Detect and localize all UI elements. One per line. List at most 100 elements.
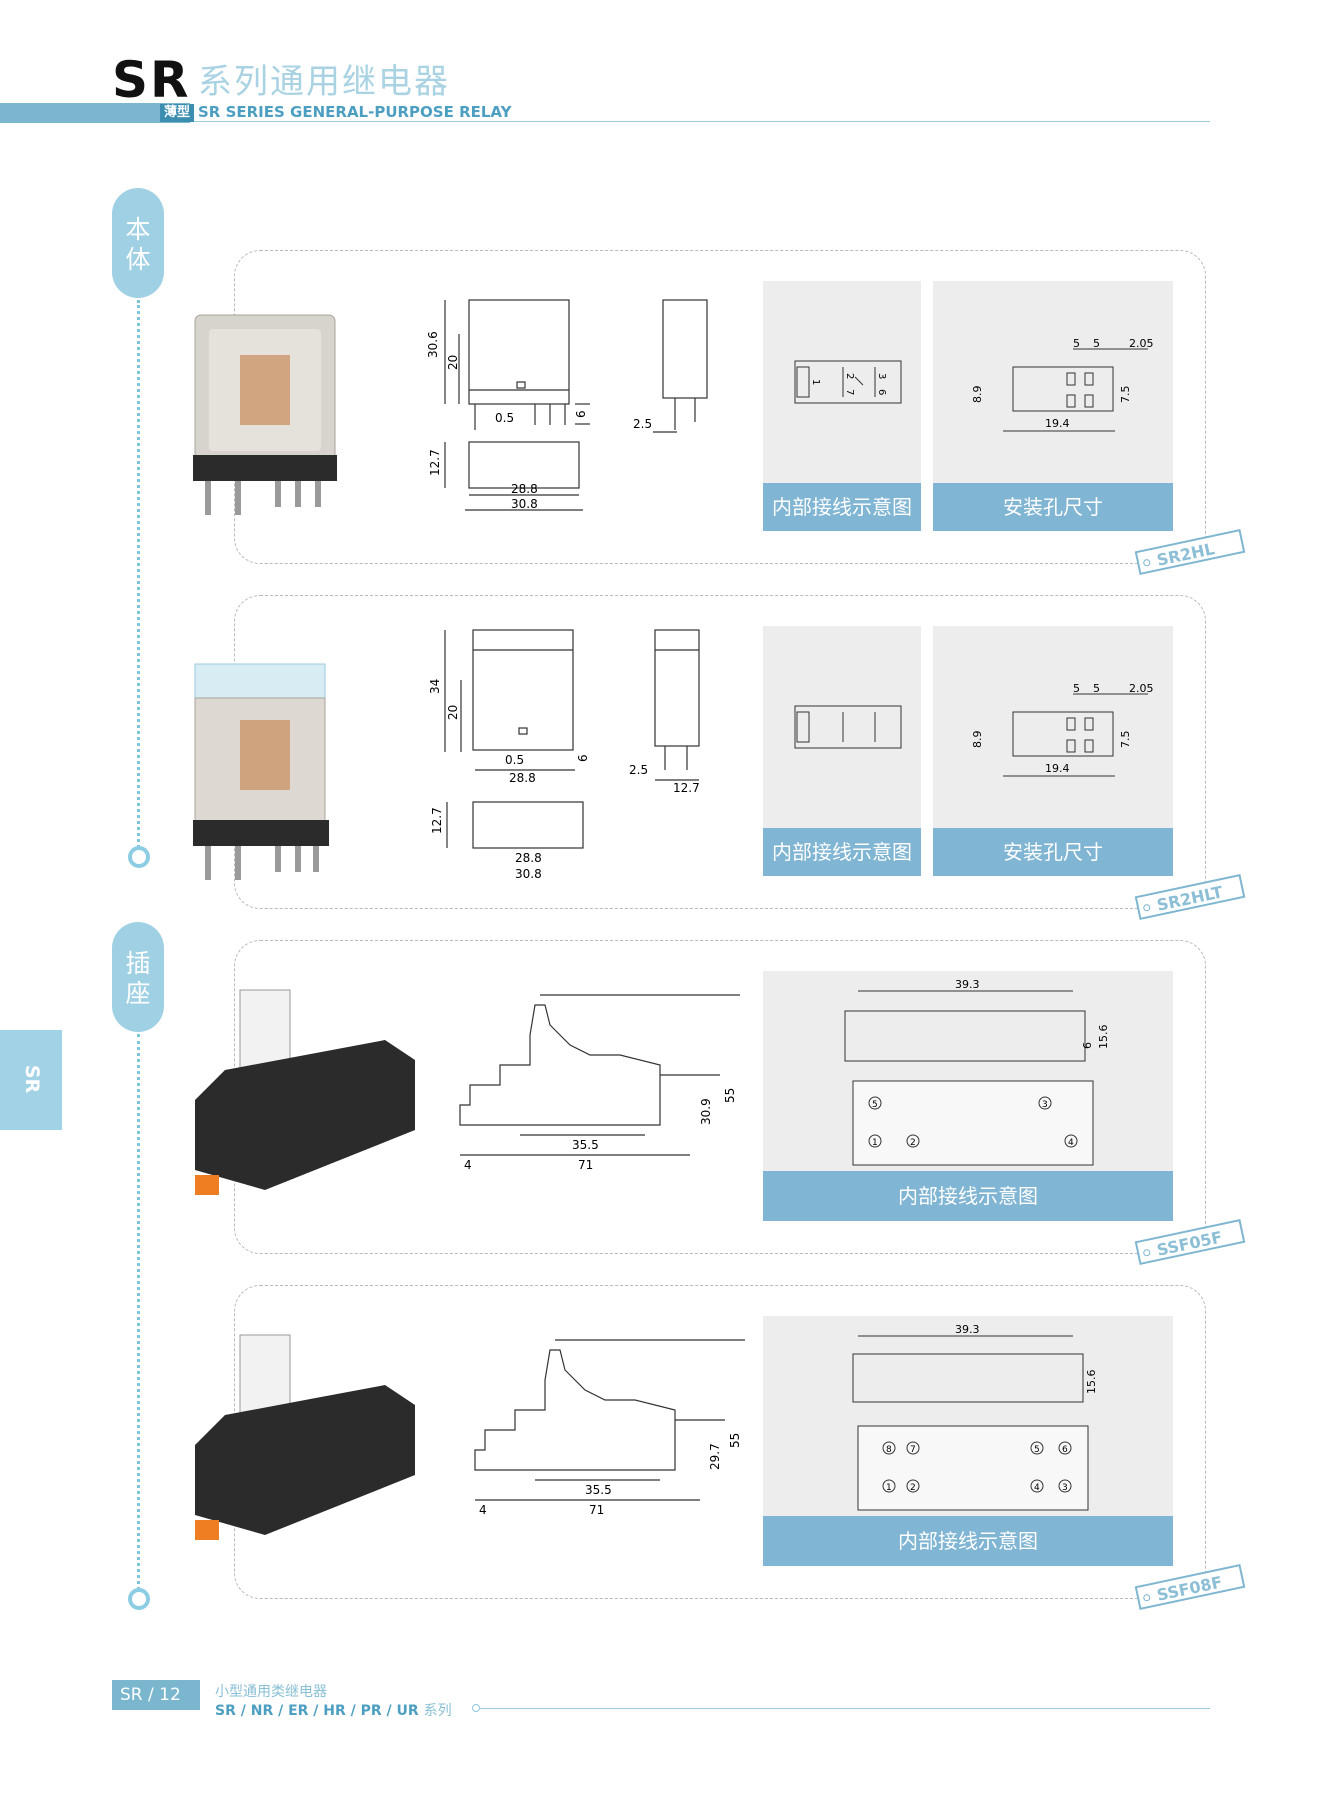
dim-pin-width: 0.5	[505, 753, 524, 767]
dim-w355: 35.5	[585, 1483, 612, 1497]
wiring-diagram: 1 2 3 6 7	[794, 360, 902, 404]
wiring-pin-6: 6	[876, 389, 887, 395]
mount-label: 安装孔尺寸	[933, 828, 1173, 876]
mount-hole-diagram: 5 5 2.05 8.9 7.5 19.4	[971, 337, 1154, 432]
wiring-panel-sr2hlt: 内部接线示意图	[763, 626, 921, 876]
terminal-2: 2	[910, 1483, 916, 1493]
dim-w4: 4	[464, 1158, 472, 1172]
side-tab-label: SR	[21, 1064, 44, 1094]
wiring-label: 内部接线示意图	[763, 828, 921, 876]
dim-height-inner: 20	[446, 705, 460, 720]
wiring-pin-2: 2	[844, 373, 855, 379]
top-h6: 6	[1081, 1042, 1094, 1049]
mount-d194: 19.4	[1045, 417, 1070, 430]
terminal-8: 8	[886, 1445, 892, 1455]
mount-d89: 8.9	[971, 731, 984, 749]
dim-pin-side: 2.5	[633, 417, 652, 431]
dim-h55: 55	[723, 1088, 737, 1103]
dim-height: 30.6	[426, 331, 440, 358]
dim-w-pin: 28.8	[509, 771, 536, 785]
timeline-end-ring	[128, 846, 150, 868]
timeline-end-ring	[128, 1588, 150, 1610]
section-pill-socket: 插 座	[112, 922, 164, 1032]
dim-w71: 71	[578, 1158, 593, 1172]
footer-series-suffix: 系列	[423, 1703, 452, 1719]
pill-char: 体	[125, 245, 151, 274]
dim-w355: 35.5	[572, 1138, 599, 1152]
dim-w4: 4	[479, 1503, 487, 1517]
header-rule	[190, 121, 1210, 122]
dim-pin-side: 2.5	[629, 763, 648, 777]
socket-photo-ssf08f	[195, 1334, 415, 1540]
wiring-pin-7: 7	[844, 389, 855, 395]
dim-pin-width: 0.5	[495, 411, 514, 425]
terminal-5: 5	[1034, 1445, 1040, 1455]
dim-side-w: 12.7	[673, 781, 700, 795]
wiring-panel-ssf05f: 39.3 15.6 6 5 3 1 2 4 内部接线示意图	[763, 971, 1173, 1221]
terminal-2: 2	[910, 1138, 916, 1148]
dim-h55: 55	[728, 1433, 742, 1448]
mount-d75: 7.5	[1119, 731, 1132, 749]
section-pill-body: 本 体	[112, 188, 164, 298]
dim-height-inner: 20	[446, 355, 460, 370]
mount-label: 安装孔尺寸	[933, 483, 1173, 531]
mount-d89: 8.9	[971, 386, 984, 404]
terminal-4: 4	[1034, 1483, 1040, 1493]
footer-series: SR / NR / ER / HR / PR / UR 系列	[215, 1700, 452, 1720]
footer-dot	[472, 1704, 480, 1712]
wiring-panel-ssf08f: 39.3 15.6 8 7 5 6 1 2 4 3 内部接线示意图	[763, 1316, 1173, 1566]
top-w393: 39.3	[955, 978, 980, 991]
top-h156: 15.6	[1097, 1025, 1110, 1050]
timeline-dots	[137, 300, 140, 848]
dim-depth: 12.7	[430, 807, 444, 834]
mount-d205: 2.05	[1129, 337, 1154, 350]
terminal-4: 4	[1068, 1138, 1074, 1148]
relay-photo-sr2hl	[193, 314, 337, 515]
terminal-7: 7	[910, 1445, 916, 1455]
dim-pin-height: 6	[574, 410, 588, 418]
wiring-pin-1: 1	[810, 379, 821, 385]
relay-photo-sr2hlt	[193, 663, 329, 880]
socket-photo-ssf05f	[195, 989, 415, 1195]
title-cn: 系列通用继电器	[198, 62, 450, 102]
mount-d5a: 5	[1073, 682, 1080, 695]
mount-d5a: 5	[1073, 337, 1080, 350]
side-tab-sr: SR	[0, 1030, 62, 1130]
footer-page-prefix: SR /	[120, 1685, 154, 1705]
dim-depth: 12.7	[428, 449, 442, 476]
dim-w2: 30.8	[511, 497, 538, 511]
outline-drawing-sr2hlt: 34 20 0.5 6 28.8 2.5 12.7 12.7 28.8 30.8	[428, 629, 700, 881]
dim-pin-height: 6	[576, 754, 590, 762]
wiring-label: 内部接线示意图	[763, 1516, 1173, 1566]
top-w393: 39.3	[955, 1323, 980, 1336]
dim-w1: 28.8	[511, 482, 538, 496]
terminal-1: 1	[886, 1483, 892, 1493]
mount-hole-diagram: 5 5 2.05 8.9 7.5 19.4	[971, 682, 1154, 777]
dim-h309: 30.9	[699, 1098, 713, 1125]
mount-d205: 2.05	[1129, 682, 1154, 695]
brand-sr: SR	[112, 51, 191, 109]
title-en: SR SERIES GENERAL-PURPOSE RELAY	[198, 103, 512, 121]
mount-panel-sr2hlt: 5 5 2.05 8.9 7.5 19.4 安装孔尺寸	[933, 626, 1173, 876]
terminal-5: 5	[872, 1100, 878, 1110]
wiring-label: 内部接线示意图	[763, 483, 921, 531]
dim-w71: 71	[589, 1503, 604, 1517]
pill-char: 插	[125, 949, 151, 978]
footer-page-badge: SR / 12	[112, 1680, 200, 1710]
wiring-label: 内部接线示意图	[763, 1171, 1173, 1221]
mount-d5b: 5	[1093, 682, 1100, 695]
terminal-1: 1	[872, 1138, 878, 1148]
pill-char: 座	[125, 979, 151, 1008]
mount-d5b: 5	[1093, 337, 1100, 350]
outline-drawing-ssf05f: 55 30.9 35.5 71 4	[459, 994, 740, 1172]
dim-w1: 28.8	[515, 851, 542, 865]
mount-d194: 19.4	[1045, 762, 1070, 775]
wiring-pin-3: 3	[876, 373, 887, 379]
terminal-diagram: 39.3 15.6 8 7 5 6 1 2 4 3	[852, 1323, 1098, 1511]
mount-panel-sr2hl: 5 5 2.05 8.9 7.5 19.4 安装孔尺寸	[933, 281, 1173, 531]
thin-badge: 薄型	[160, 104, 195, 122]
footer-cn: 小型通用类继电器	[215, 1684, 327, 1700]
outline-drawing-ssf08f: 55 29.7 35.5 71 4	[474, 1339, 745, 1517]
terminal-6: 6	[1062, 1445, 1068, 1455]
wiring-panel-sr2hl: 1 2 3 6 7 内部接线示意图	[763, 281, 921, 531]
